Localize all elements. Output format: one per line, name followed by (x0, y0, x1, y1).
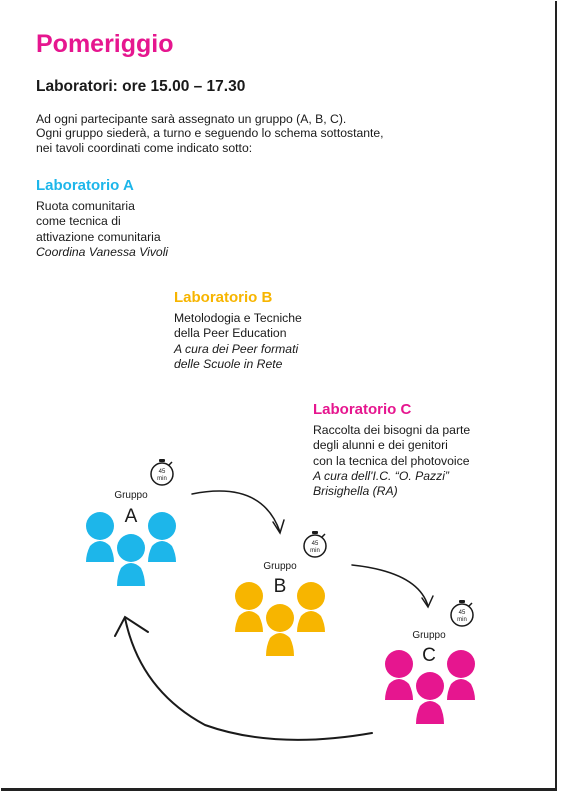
lab-a-line: come tecnica di (36, 214, 121, 229)
timer-icon: 45 min (303, 530, 327, 558)
arrow-head-icon (421, 595, 434, 609)
timer-minutes: 45 (159, 469, 166, 475)
timer-minutes: 45 (312, 541, 319, 547)
lab-c-credit: A cura dell'I.C. “O. Pazzi” (313, 468, 449, 483)
timer-icon: 45 min (450, 599, 474, 627)
lab-c-line: Raccolta dei bisogni da parte (313, 423, 471, 438)
lab-a-line: attivazione comunitaria (36, 229, 161, 244)
lab-c-title: Laboratorio C (313, 401, 412, 418)
lab-a-section: Laboratorio A Ruota comunitaria come tec… (36, 178, 168, 260)
page-title: Pomeriggio (36, 30, 174, 58)
intro-line: nei tavoli coordinati come indicato sott… (36, 140, 253, 155)
lab-c-line: con la tecnica del photovoice (313, 453, 470, 468)
intro-line: Ogni gruppo siederà, a turno e seguendo … (36, 126, 384, 141)
group-label: Gruppo (263, 561, 297, 572)
lab-c-credit: Brisighella (RA) (313, 484, 398, 499)
lab-a-line: Ruota comunitaria (36, 199, 135, 214)
group-c: 45 min Gruppo C (385, 599, 475, 724)
intro-paragraph: Ad ogni partecipante sarà assegnato un g… (36, 112, 466, 155)
lab-c-line: degli alunni e dei genitori (313, 438, 448, 453)
group-a: 45 min Gruppo A (86, 458, 176, 586)
timer-unit: min (457, 617, 467, 623)
arrow-head-icon (114, 615, 149, 637)
timer-minutes: 45 (459, 610, 466, 616)
lab-a-credit: Coordina Vanessa Vivoli (36, 244, 169, 259)
group-letter: C (422, 645, 436, 666)
lab-b-line: Metolodogia e Tecniche (174, 311, 302, 326)
arrow-b-to-c (351, 564, 429, 607)
timer-unit: min (157, 476, 167, 482)
arrow-head-icon (272, 519, 285, 535)
lab-a-title: Laboratorio A (36, 177, 134, 194)
lab-b-credit: A cura dei Peer formati (174, 341, 299, 356)
lab-b-credit: delle Scuole in Rete (174, 356, 283, 371)
arrow-a-to-b (191, 490, 281, 533)
group-b: 45 min Gruppo B (235, 530, 327, 656)
group-label: Gruppo (114, 490, 148, 501)
lab-b-section: Laboratorio B Metolodogia e Tecniche del… (174, 290, 302, 372)
lab-b-line: della Peer Education (174, 326, 287, 341)
lab-b-title: Laboratorio B (174, 289, 273, 306)
intro-line: Ad ogni partecipante sarà assegnato un g… (36, 112, 347, 126)
group-letter: B (274, 576, 287, 597)
timer-unit: min (310, 548, 320, 554)
lab-c-section: Laboratorio C Raccolta dei bisogni da pa… (313, 402, 470, 499)
timer-icon: 45 min (150, 458, 174, 486)
group-letter: A (125, 506, 138, 527)
group-label: Gruppo (412, 630, 446, 641)
arrow-c-to-a (124, 617, 373, 741)
schedule-subtitle: Laboratori: ore 15.00 – 17.30 (36, 78, 246, 95)
